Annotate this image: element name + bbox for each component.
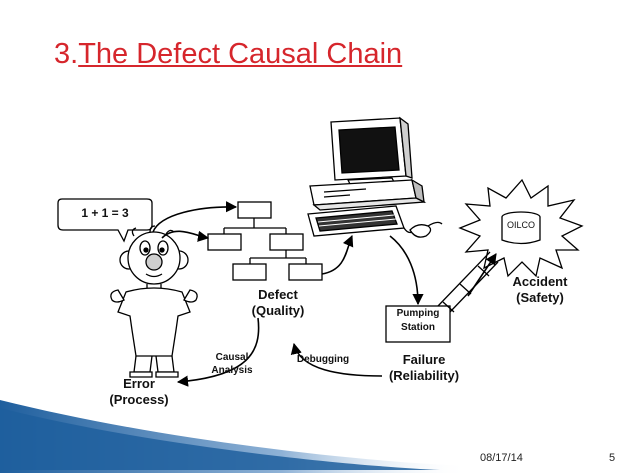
debugging-label: Debugging bbox=[296, 354, 350, 365]
failure-label: Failure (Reliability) bbox=[388, 352, 460, 384]
chart-box-left bbox=[207, 233, 242, 251]
slide-date: 08/17/14 bbox=[480, 452, 523, 464]
pumping-station-label: Pumping Station bbox=[396, 308, 440, 333]
speech-bubble bbox=[57, 198, 153, 243]
title-number: 3. bbox=[54, 38, 79, 70]
error-label: Error (Process) bbox=[109, 376, 169, 408]
defect-structure-chart bbox=[207, 201, 323, 281]
accident-explosion bbox=[458, 178, 584, 278]
chart-box-right bbox=[269, 233, 304, 251]
person-illustration bbox=[110, 225, 198, 378]
causal-analysis-label: Causal Analysis bbox=[211, 352, 253, 376]
footer-swoosh bbox=[0, 400, 470, 473]
slide-page-number: 5 bbox=[609, 452, 616, 464]
chart-box-bottom-left bbox=[232, 263, 267, 281]
computer-illustration bbox=[307, 116, 443, 238]
pumping-station-box bbox=[385, 305, 451, 343]
title-text: The Defect Causal Chain bbox=[78, 38, 403, 70]
oilco-label: OILCO bbox=[506, 220, 535, 230]
speech-bubble-text: 1 + 1 = 3 bbox=[81, 206, 129, 220]
defect-label: Defect (Quality) bbox=[251, 287, 305, 319]
chart-box-bottom-right bbox=[288, 263, 323, 281]
accident-label: Accident (Safety) bbox=[512, 274, 568, 306]
chart-box-top bbox=[237, 201, 272, 219]
slide-title: 3.The Defect Causal Chain bbox=[54, 38, 402, 71]
causal-arrows bbox=[152, 201, 497, 387]
